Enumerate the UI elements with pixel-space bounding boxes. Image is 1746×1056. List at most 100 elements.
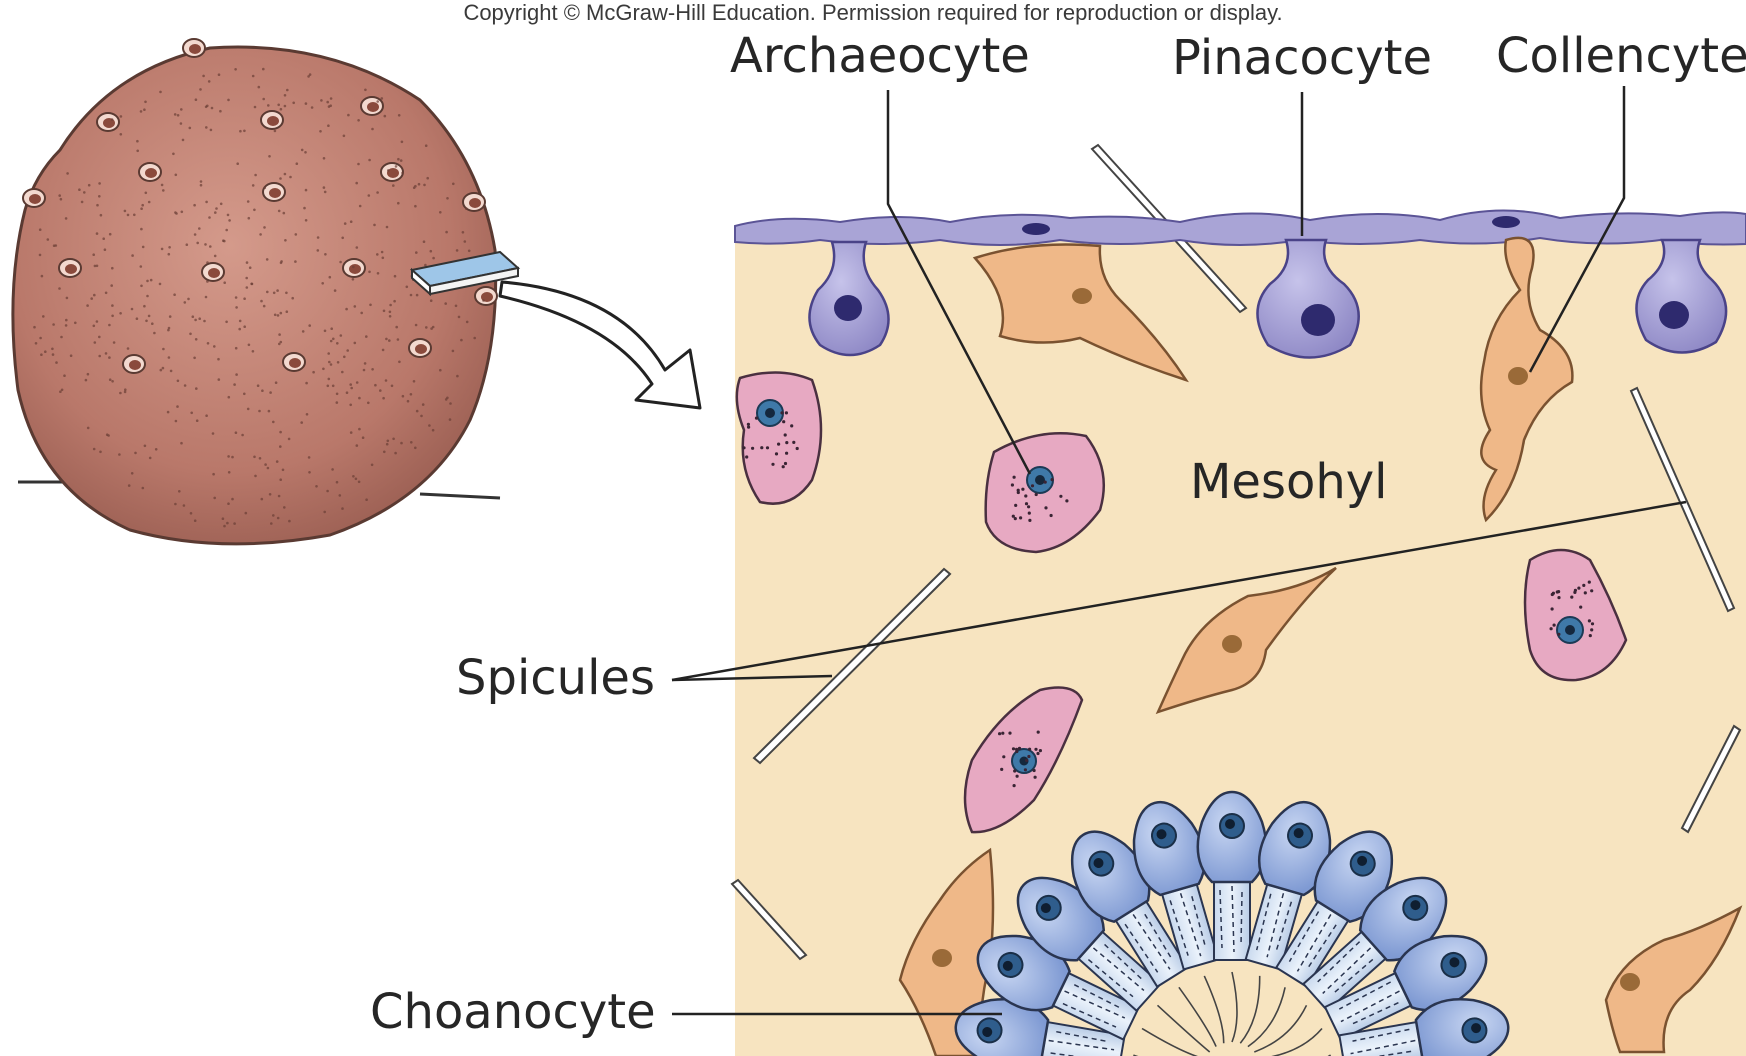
speckle (235, 306, 238, 309)
speckle (108, 378, 112, 382)
speckle (217, 73, 221, 76)
granule (1014, 503, 1018, 507)
speckle (66, 172, 69, 175)
speckle (322, 157, 326, 160)
speckle (95, 320, 99, 323)
speckle (174, 419, 178, 423)
choanocyte-cell (1070, 830, 1190, 989)
speckle (104, 352, 108, 355)
speckle (159, 90, 162, 94)
ostium (380, 162, 404, 182)
speckle (251, 350, 255, 353)
speckle (65, 296, 69, 300)
speckle (267, 409, 271, 413)
ostium (22, 188, 46, 208)
speckle (44, 350, 47, 354)
speckle (353, 341, 357, 345)
speckle (154, 448, 158, 451)
speckle (262, 304, 266, 308)
speckle (345, 307, 348, 311)
speckle (92, 253, 95, 256)
speckle (282, 211, 286, 215)
speckle (143, 444, 147, 448)
granule (1013, 517, 1017, 521)
speckle (389, 303, 392, 307)
speckle (39, 336, 42, 340)
speckle (123, 209, 127, 213)
speckle (308, 73, 312, 76)
speckle (412, 380, 416, 383)
speckle (258, 457, 262, 460)
speckle (257, 85, 261, 89)
speckle (133, 213, 136, 217)
speckle (327, 105, 331, 108)
speckle (148, 456, 152, 460)
speckle (326, 100, 330, 104)
speckle (193, 519, 197, 522)
granule (1044, 506, 1048, 510)
speckle (336, 342, 339, 345)
speckle (272, 514, 275, 517)
granule (1011, 747, 1016, 751)
speckle (111, 314, 114, 318)
granule (795, 446, 799, 451)
choanocyte-cell (954, 998, 1126, 1056)
spicule (730, 878, 808, 961)
speckle (431, 428, 435, 432)
speckle (207, 80, 211, 83)
speckle (98, 335, 101, 339)
speckle (215, 207, 218, 210)
speckle (388, 310, 392, 314)
ostium (342, 258, 366, 278)
speckle (127, 484, 131, 487)
speckle (141, 245, 145, 249)
speckle (251, 74, 255, 78)
speckle (276, 516, 280, 520)
speckle (351, 278, 355, 281)
speckle (211, 432, 215, 435)
speckle (259, 233, 262, 236)
speckle (167, 326, 171, 330)
speckle (161, 366, 165, 370)
speckle (300, 148, 304, 152)
granule (751, 446, 755, 450)
speckle (371, 368, 374, 371)
granule (777, 442, 781, 446)
speckle (198, 317, 201, 321)
granule (1008, 731, 1012, 735)
spicules-leader-b (671, 500, 1687, 682)
speckle (358, 396, 361, 400)
speckle (185, 243, 189, 246)
speckle (467, 249, 471, 253)
granule (1550, 592, 1554, 597)
granule (1049, 513, 1053, 518)
speckle (368, 158, 371, 162)
speckle (307, 75, 310, 78)
speckle (194, 338, 198, 341)
speckle (482, 299, 485, 302)
speckle (383, 450, 386, 454)
granule (784, 411, 789, 415)
speckle (179, 122, 183, 125)
speckle (110, 284, 113, 287)
speckle (279, 445, 282, 448)
speckle (84, 378, 88, 382)
speckle (310, 106, 314, 109)
speckle (168, 315, 172, 318)
speckle (262, 97, 266, 101)
granule (1001, 731, 1005, 735)
granule (1588, 634, 1592, 638)
speckle (238, 327, 241, 331)
speckle (294, 260, 297, 263)
speckle (172, 152, 175, 156)
label-pinacocyte: Pinacocyte (1172, 30, 1432, 86)
speckle (446, 396, 449, 400)
speckle (276, 314, 280, 317)
granule (1557, 590, 1561, 594)
speckle (330, 327, 334, 331)
speckle (326, 489, 329, 493)
speckle (387, 169, 390, 172)
archaeocyte-cells (735, 371, 1628, 834)
speckle (198, 227, 201, 230)
